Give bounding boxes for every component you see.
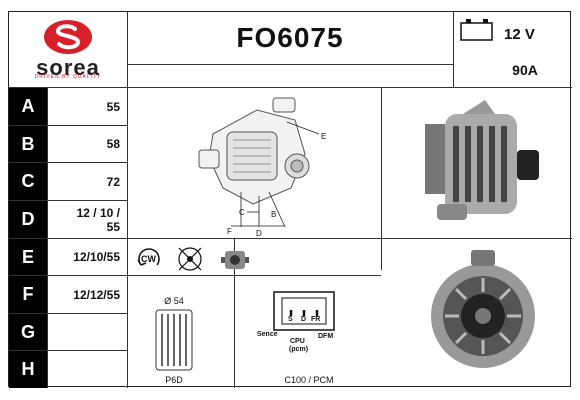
rotation-label: CW (141, 254, 156, 264)
connector-pin-fr: FR (311, 316, 321, 323)
row-value-h (47, 351, 127, 388)
alternator-front-image (425, 100, 539, 220)
row-value-c: 72 (106, 174, 120, 189)
row-value-b: 58 (106, 137, 120, 151)
voltage-value: 12 V (504, 26, 535, 43)
row-label-e: E (9, 239, 47, 275)
row-label-f: F (9, 276, 47, 313)
connector-sense-label: Sence (257, 331, 278, 338)
brand-name: sorea (36, 55, 100, 80)
row-value-d: 12 / 10 / 55 (76, 205, 120, 234)
row-label-a: A (9, 88, 47, 125)
row-label-g: G (9, 314, 47, 350)
row-label-b: B (9, 126, 47, 162)
pulley-type: P6D (165, 375, 183, 385)
dimension-diagram (198, 97, 320, 228)
row-value-e: 12/10/55 (73, 250, 120, 264)
amperage-value: 90A (512, 62, 538, 78)
rotation-cw-icon (137, 248, 160, 266)
connector-type: C100 / PCM (284, 375, 334, 385)
battery-icon (460, 19, 493, 41)
connector-cpu-label: CPU (290, 338, 305, 345)
dim-label-e: E (321, 132, 327, 141)
fan-icon (178, 247, 202, 271)
connector-dfm-label: DFM (318, 333, 334, 340)
dim-label-d: D (256, 229, 262, 238)
row-label-c: C (9, 163, 47, 200)
part-code: FO6075 (236, 22, 344, 53)
brand-logo: sorea DRIVEN BY QUALITY (9, 12, 127, 87)
pulley-diameter: Ø 54 (164, 296, 184, 306)
connector-pin-d: D (301, 316, 307, 323)
connector-diagram (273, 291, 335, 331)
alternator-rear-image (431, 250, 535, 368)
connector-pcm-label: (pcm) (289, 346, 309, 353)
row-label-d: D (9, 201, 47, 238)
connector-pin-s: S (288, 316, 293, 323)
brand-tagline: DRIVEN BY QUALITY (34, 74, 102, 80)
brand-mark-icon (44, 20, 92, 54)
dim-label-b: B (271, 210, 277, 219)
row-value-g (47, 314, 127, 350)
dim-label-c: C (239, 208, 245, 217)
row-value-f: 12/12/55 (73, 287, 120, 302)
row-value-a: 55 (106, 99, 120, 114)
dim-label-f: F (227, 227, 232, 236)
spec-sheet: sorea DRIVEN BY QUALITY FO6075 12 V 90A … (8, 11, 572, 388)
row-label-h: H (9, 351, 47, 388)
regulator-icon (221, 251, 249, 269)
pulley-icon (155, 309, 193, 371)
